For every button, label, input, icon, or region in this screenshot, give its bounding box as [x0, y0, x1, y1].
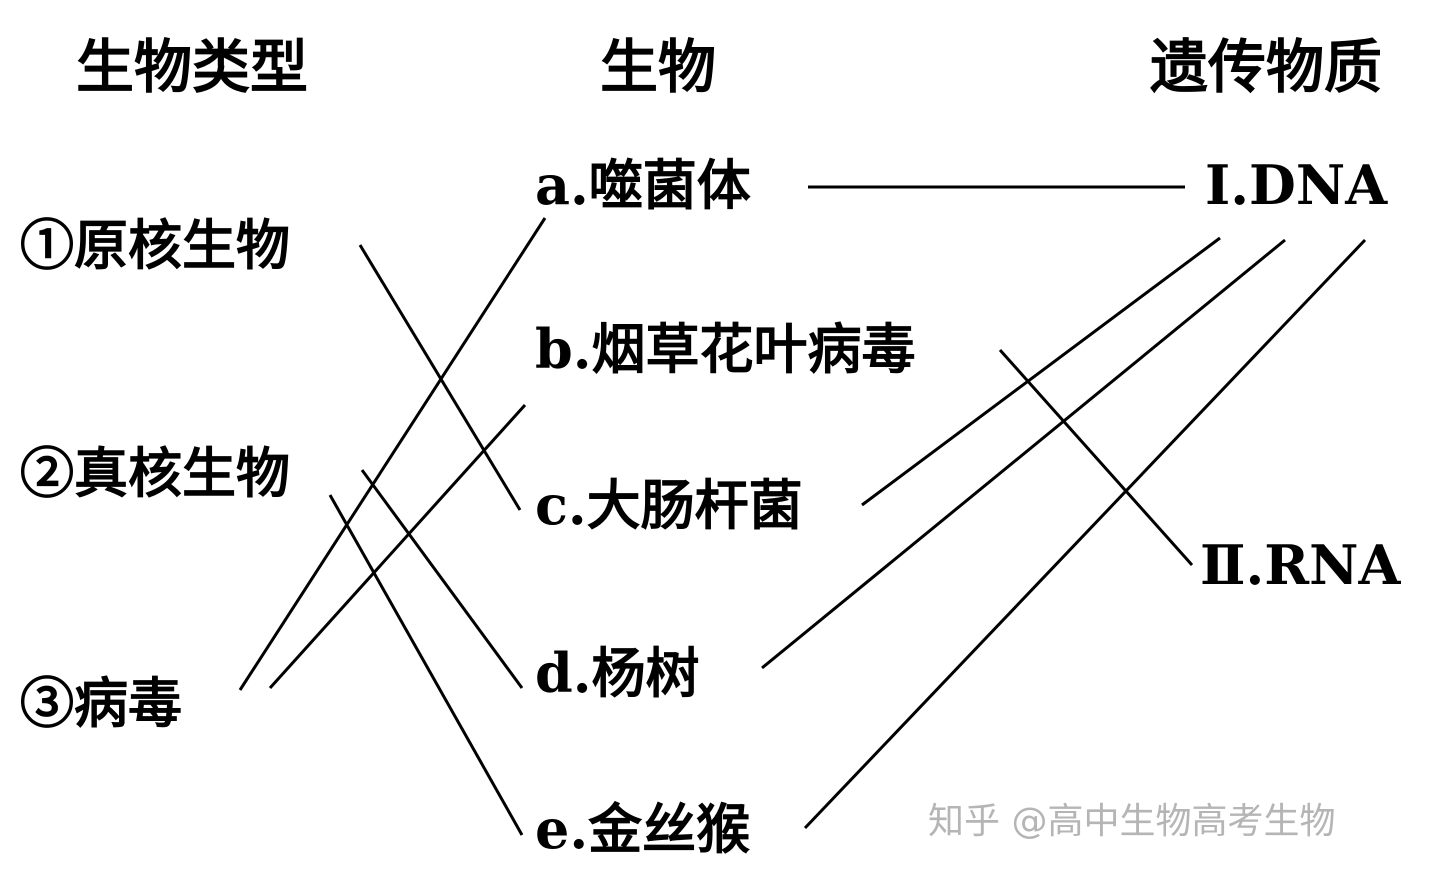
header-organism-type: 生物类型 [76, 33, 309, 101]
material-dna: Ⅰ.DNA [1205, 153, 1388, 217]
organism-ecoli: c.大肠杆菌 [535, 473, 803, 537]
organism-golden-monkey: e.金丝猴 [535, 797, 751, 861]
organism-tmv: b.烟草花叶病毒 [535, 317, 916, 381]
line-monkey-dna [803, 238, 1367, 830]
type-eukaryote: ②真核生物 [20, 441, 290, 505]
organism-phage: a.噬菌体 [535, 153, 751, 217]
line-virus-tmv [268, 403, 527, 690]
header-organism: 生物 [600, 33, 717, 101]
line-ecoli-dna [861, 236, 1221, 507]
line-prokaryote-ecoli [358, 244, 522, 511]
material-rna: Ⅱ.RNA [1200, 533, 1401, 597]
organism-poplar: d.杨树 [535, 641, 700, 705]
header-genetic-material: 遗传物质 [1150, 33, 1383, 101]
line-eukaryote-poplar [360, 469, 524, 689]
watermark: 知乎 @高中生物高考生物 [928, 801, 1336, 842]
line-eukaryote-monkey [328, 494, 524, 836]
line-tmv-rna [998, 349, 1194, 566]
type-virus: ③病毒 [20, 671, 182, 735]
type-prokaryote: ①原核生物 [20, 213, 290, 277]
line-virus-phage [238, 217, 547, 691]
line-poplar-dna [761, 238, 1286, 670]
